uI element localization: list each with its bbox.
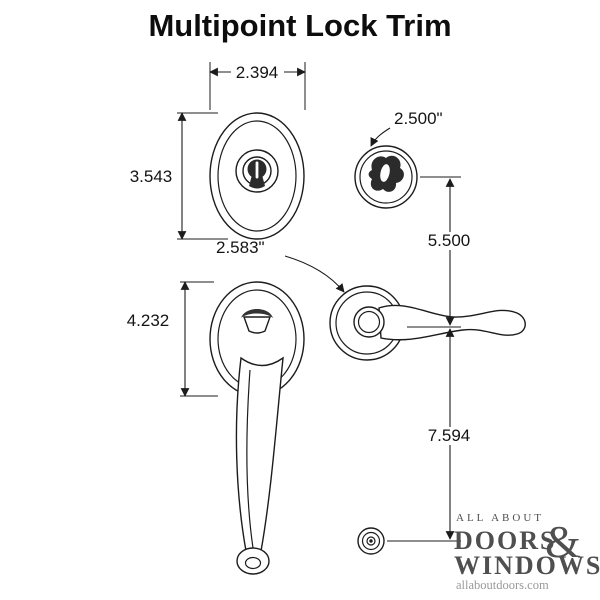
logo-website: allaboutdoors.com [456,578,549,592]
dim-top-plate-height: 3.543 [130,112,228,240]
dim-top-plate-width: 2.394 [209,62,306,110]
dim-label-top-plate-height: 3.543 [130,167,173,186]
cylinder-hole-inner [366,536,376,546]
dim-label-lever-to-cylinder: 7.594 [428,426,471,445]
logo-tagline: ALL ABOUT [456,512,544,524]
escutcheon-inner-oval [217,120,297,232]
grip-foot-detail [244,556,262,570]
thumb-latch [243,316,271,334]
logo-word-doors: DOORS [454,526,556,555]
dim-label-deadbolt-to-lever: 5.500 [428,231,471,250]
handleset-plate [209,281,305,575]
rosette-inner [359,150,413,204]
grip-foot [236,547,270,575]
keyhole-tail [249,175,265,189]
logo-ampersand-icon: & [545,516,581,567]
page-title: Multipoint Lock Trim [148,8,451,43]
dim-lever-rose-diameter: 2.583" [216,238,345,293]
dim-deadbolt-rose-diameter: 2.500" [370,109,443,147]
cylinder-hole [357,527,385,555]
logo-word-windows: WINDOWS [454,551,600,580]
logo: ALL ABOUT DOORS & WINDOWS allaboutdoors.… [454,512,600,592]
lever-handle [378,304,526,341]
thumbturn-tab [380,164,390,182]
lever-rosette [329,285,526,361]
grip-contour [246,369,254,549]
dim-handle-plate-height: 4.232 [127,281,218,397]
dim-lever-to-cylinder: 7.594 [387,328,477,542]
key-slot [255,161,259,179]
dim-label-top-plate-width: 2.394 [236,63,279,82]
lever-hub [357,310,381,334]
dim-label-lever-rose-diameter: 2.583" [216,238,265,257]
cylinder-hole-mid [361,531,381,551]
thumb-latch-top [241,309,273,318]
cylinder-hole-center [369,539,373,543]
dim-deadbolt-to-lever: 5.500 [407,176,477,328]
top-escutcheon-plate [209,112,305,240]
deadbolt-rosette [354,145,418,209]
pull-grip [235,356,284,552]
dim-label-deadbolt-rose-diameter: 2.500" [394,109,443,128]
dim-label-handle-plate-height: 4.232 [127,311,170,330]
